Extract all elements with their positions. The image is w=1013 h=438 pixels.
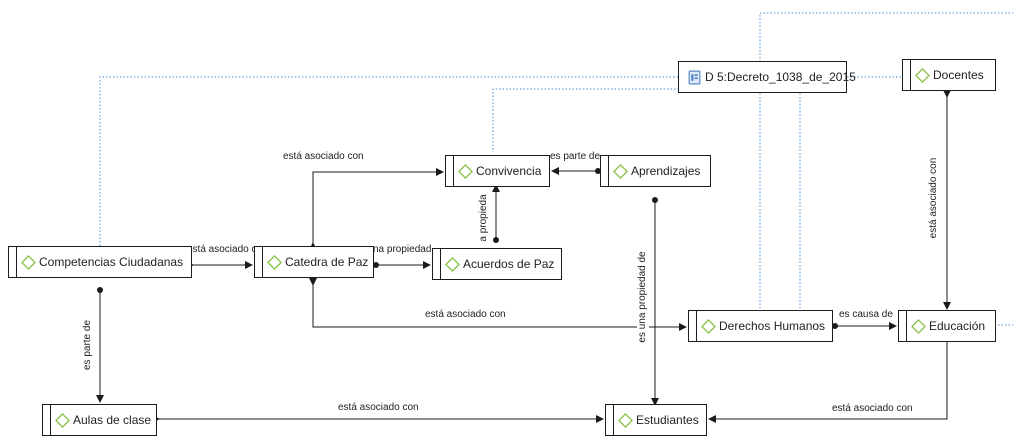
link-decreto-convivencia	[492, 88, 679, 152]
edge-label-acuerdos-convivencia: a propieda	[478, 194, 490, 242]
green-diamond-icon	[267, 254, 282, 270]
node-competencias[interactable]: Competencias Ciudadanas	[8, 246, 192, 278]
green-diamond-icon	[458, 163, 473, 179]
edge-label-catedra-acuerdos: na propiedad	[372, 244, 433, 256]
edge-label-aprendizajes-convivencia: es parte de	[549, 151, 602, 163]
edge-label-docentes-educacion: está asociado con	[928, 157, 940, 239]
node-bar	[906, 311, 907, 341]
link-decreto-competencias	[99, 76, 678, 246]
node-bar	[262, 247, 263, 277]
node-acuerdos[interactable]: Acuerdos de Paz	[432, 248, 562, 280]
edge-label-aulas-estudiantes: está asociado con	[337, 402, 420, 414]
green-diamond-icon	[445, 256, 460, 272]
green-diamond-icon	[915, 67, 930, 83]
node-label: Docentes	[933, 68, 984, 82]
green-diamond-icon	[55, 412, 70, 428]
node-bar	[440, 249, 441, 279]
green-diamond-icon	[618, 412, 633, 428]
edge-label-catedra-convivencia: está asociado con	[282, 151, 365, 163]
green-diamond-icon	[911, 318, 926, 334]
node-educacion[interactable]: Educación	[898, 310, 996, 342]
edge-label-competencias-aulas: es parte de	[82, 319, 94, 371]
node-bar	[608, 156, 609, 186]
node-bar	[50, 405, 51, 435]
green-diamond-icon	[21, 254, 36, 270]
document-icon	[688, 70, 701, 84]
green-diamond-icon	[613, 163, 628, 179]
node-bar	[453, 156, 454, 186]
edge-catedra-convivencia	[309, 168, 444, 250]
node-label: Derechos Humanos	[719, 319, 826, 333]
edge-label-educacion-estudiantes: está asociado con	[831, 403, 914, 415]
edge-catedra-derechos	[309, 278, 687, 331]
node-label: Convivencia	[476, 164, 542, 178]
node-label: Educación	[929, 319, 986, 333]
node-label: Catedra de Paz	[285, 255, 369, 269]
edge-label-catedra-derechos: está asociado con	[424, 309, 507, 321]
node-label: Estudiantes	[636, 413, 699, 427]
node-label: Aulas de clase	[73, 413, 152, 427]
node-decreto[interactable]: D 5:Decreto_1038_de_2015	[678, 61, 856, 93]
node-aulas[interactable]: Aulas de clase	[42, 404, 157, 436]
node-docentes[interactable]: Docentes	[902, 59, 996, 91]
node-derechos[interactable]: Derechos Humanos	[688, 310, 833, 342]
node-estudiantes[interactable]: Estudiantes	[605, 404, 707, 436]
edge-label-competencias-catedra: está asociado c	[186, 244, 258, 256]
green-diamond-icon	[701, 318, 716, 334]
document-links	[99, 12, 1013, 326]
node-bar	[910, 60, 911, 90]
node-convivencia[interactable]: Convivencia	[445, 155, 550, 187]
node-bar	[16, 247, 17, 277]
link-decreto-top	[759, 12, 1013, 62]
node-label: Acuerdos de Paz	[463, 257, 555, 271]
node-aprendizajes[interactable]: Aprendizajes	[600, 155, 711, 187]
node-bar	[696, 311, 697, 341]
node-label: Competencias Ciudadanas	[39, 255, 184, 269]
edge-educacion-estudiantes	[708, 342, 948, 423]
edge-label-aprendizajes-estudiantes: es una propiedad de	[637, 251, 649, 343]
node-bar	[613, 405, 614, 435]
edge-label-derechos-educacion: es causa de	[838, 309, 894, 321]
node-label: Aprendizajes	[631, 164, 701, 178]
relation-edges	[96, 90, 951, 423]
node-label: D 5:Decreto_1038_de_2015	[705, 70, 856, 84]
node-catedra[interactable]: Catedra de Paz	[254, 246, 374, 278]
